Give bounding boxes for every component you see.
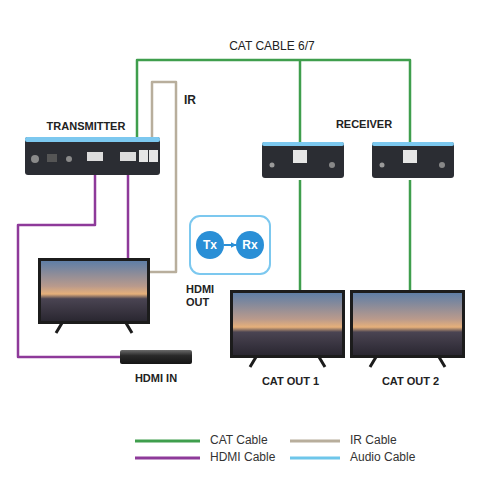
device-label: CAT OUT 2 [353,375,468,388]
ir-jack [66,156,72,162]
cat-branch-wire [409,114,412,142]
cable-connector [409,180,412,290]
legend-line-sample [290,457,340,460]
rj45-port [403,150,417,163]
tv-screen: CAT OUT 1 [230,290,345,358]
media-player: HDMI IN [120,350,192,364]
badge-frame [190,216,270,274]
badge-circle: Tx [196,231,224,259]
receiver-stripe [372,142,454,146]
legend-label: IR Cable [350,433,397,447]
receiver-led [270,163,275,168]
hdmi-port [87,152,103,161]
legend-label: CAT Cable [210,433,268,447]
receiver-jack [439,162,445,168]
cable-connector [150,82,176,272]
cat-branch-wire [299,60,302,142]
device-label: TRANSMITTER [25,120,147,133]
device-label: CAT OUT 1 [233,375,348,388]
legend-line-sample [290,440,340,443]
rj45-port [139,150,148,162]
transmitter-box: TRANSMITTER [25,137,160,175]
dc-jack [31,155,39,163]
cable-connector [127,175,130,258]
tv-screen: HDMI OUT [38,258,150,324]
cable-label: IR [181,93,199,107]
panel-stripe [25,137,160,142]
tv-screen: CAT OUT 2 [350,290,465,358]
tv-stand [56,323,132,333]
device-label: HDMI OUT [186,283,230,308]
legend-label: HDMI Cable [210,450,275,464]
device-label: RECEIVER [258,118,470,131]
legend-line-sample [135,440,200,443]
device-label: HDMI IN [106,372,206,385]
receiver-stripe [262,142,344,146]
rj45-port [293,150,307,163]
badge-circle: Rx [236,231,264,259]
cable-connector [224,244,236,246]
transmitter-panel [25,137,160,175]
hdmi-port [120,152,136,161]
legend-line-sample [135,457,200,460]
cable-connector [299,180,302,290]
legend-label: Audio Cable [350,450,415,464]
receiver-jack [329,162,335,168]
badge-label: Tx [196,231,224,259]
receiver-body [262,142,344,178]
tv-stand [370,357,445,367]
rj45-port [149,150,158,162]
edid-switch [47,154,57,162]
tv-stand [250,357,325,367]
badge-label: Rx [236,231,264,259]
receiver-body [372,142,454,178]
cable-label: CAT CABLE 6/7 [226,39,318,53]
receiver-group: RECEIVER [258,114,470,180]
receiver-led [380,163,385,168]
